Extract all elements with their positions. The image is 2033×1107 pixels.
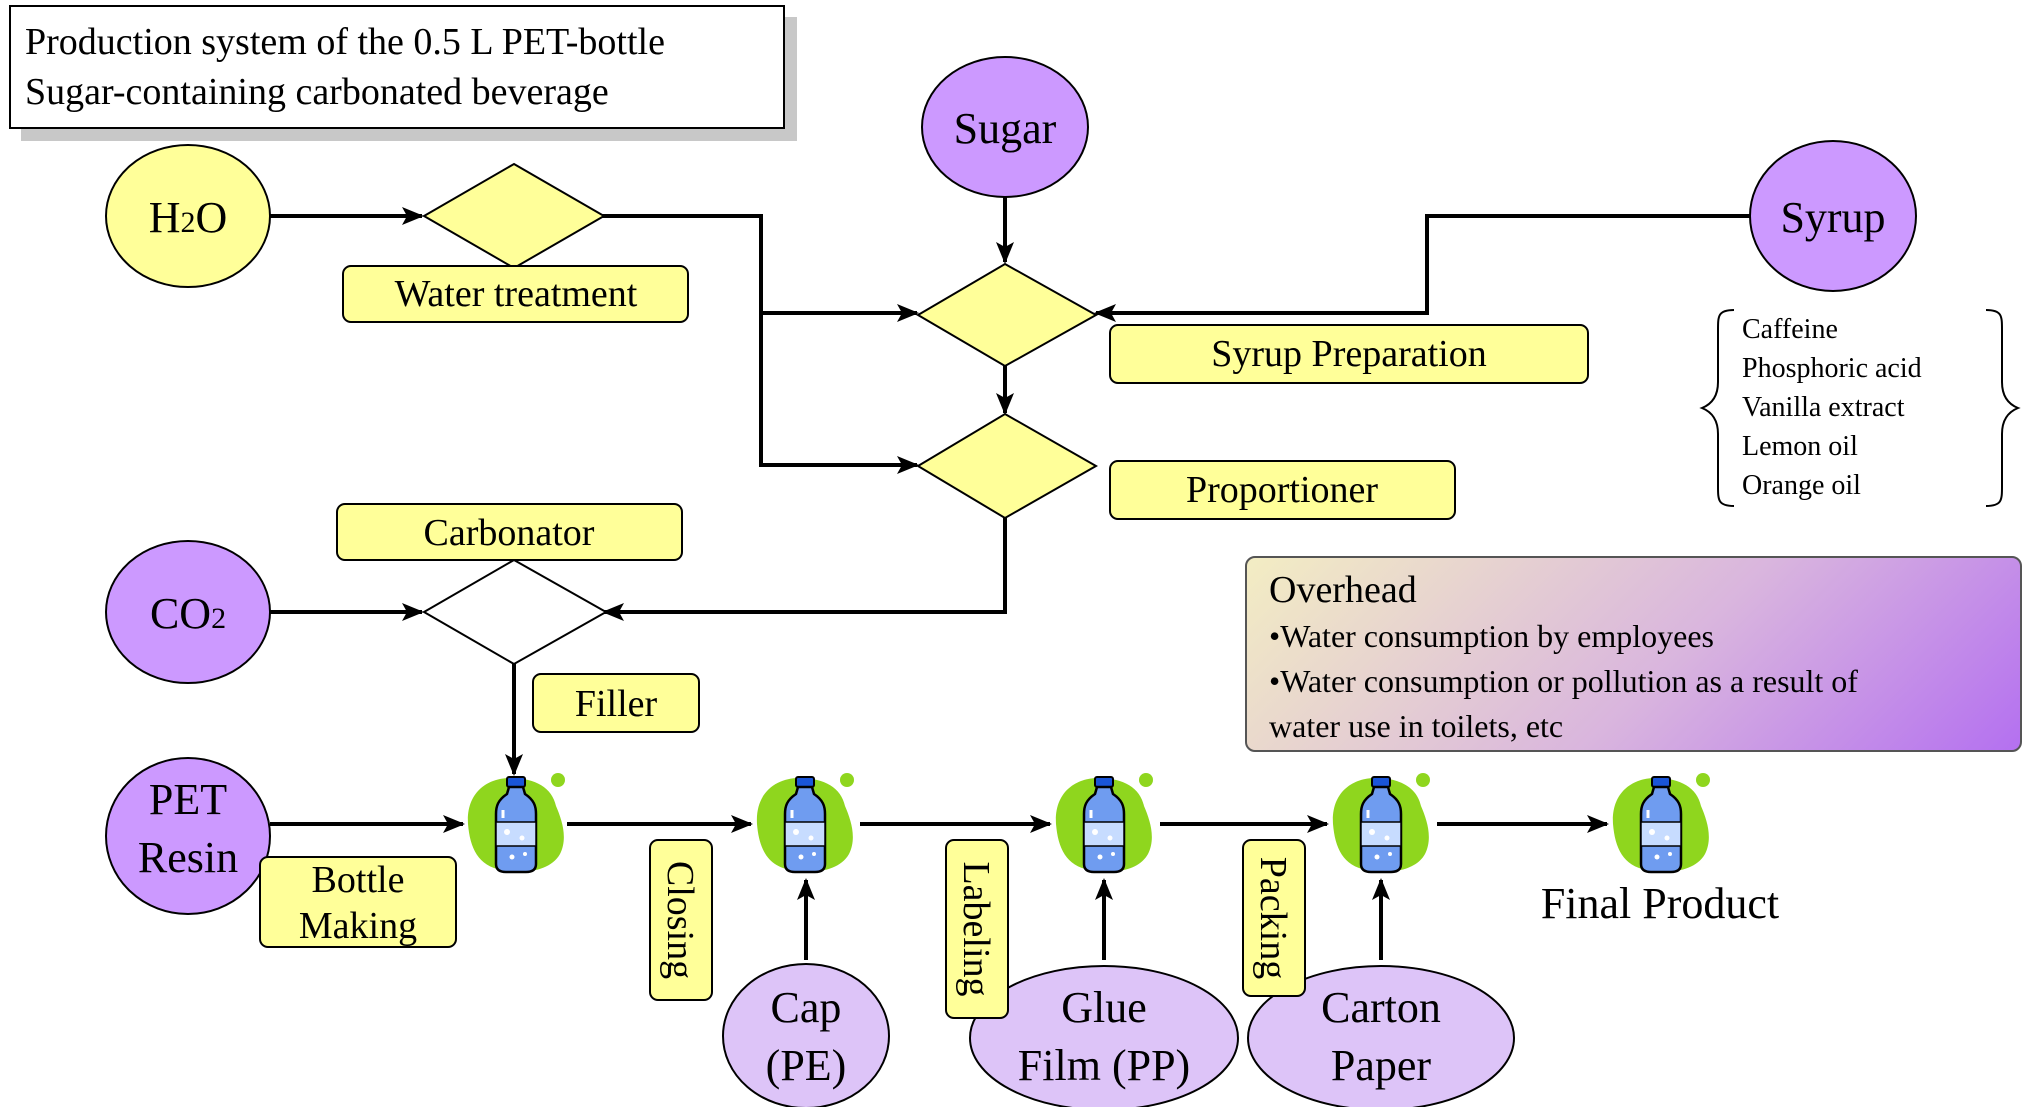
labeling-label: Labeling (955, 861, 997, 996)
carton-paper-node (1247, 965, 1515, 1107)
glue-film-label-line1: Glue (1061, 983, 1147, 1032)
syrup-preparation-label: Syrup Preparation (1211, 333, 1486, 375)
overhead-item: •Water consumption or pollution as a res… (1269, 663, 1858, 699)
bottle-making-label-box (259, 856, 457, 948)
cap-node (722, 963, 890, 1107)
edge-water-treatment-to-proportioner (759, 313, 919, 474)
ingredient-item: Vanilla extract (1742, 392, 1905, 423)
carbonator-label: Carbonator (424, 512, 595, 554)
diagram-title-line1: Production system of the 0.5 L PET-bottl… (25, 21, 665, 63)
water-bottle-icon (1611, 771, 1712, 874)
water-bottle-icon (466, 771, 567, 874)
sugar-node (921, 56, 1089, 198)
packing-label: Packing (1252, 857, 1294, 979)
carbonator-label-box (336, 503, 683, 561)
co2-node (105, 540, 271, 684)
syrup-ingredients-list: Caffeine Phosphoric acid Vanilla extract… (1742, 310, 1972, 505)
closing-label-box (649, 839, 713, 1001)
syrup-preparation-label-box (1109, 324, 1589, 384)
bottle-making-label-line2: Making (299, 905, 417, 947)
water-bottle-icon (1331, 771, 1432, 874)
edge-syrup-to-syrup-preparation (1094, 214, 1750, 322)
overhead-box: Overhead •Water consumption by employees… (1245, 556, 2022, 752)
water-bottle-icon (755, 771, 856, 874)
proportioner-label: Proportioner (1186, 469, 1378, 511)
filler-label: Filler (575, 683, 658, 725)
ingredient-item: Phosphoric acid (1742, 353, 1922, 384)
carton-paper-label-line1: Carton (1321, 983, 1441, 1032)
overhead-heading: Overhead (1269, 569, 1417, 611)
pet-resin-label-line1: PET (149, 775, 227, 824)
closing-label: Closing (659, 861, 701, 979)
labeling-label-box (945, 839, 1009, 1019)
water-bottle-icon (1054, 771, 1155, 874)
edge-proportioner-to-carbonator (602, 518, 1007, 621)
connectors (270, 188, 1750, 960)
ingredient-item: Lemon oil (1742, 431, 1858, 462)
proportioner-label-box (1109, 460, 1456, 520)
syrup-node (1749, 140, 1917, 292)
carton-paper-label-line2: Paper (1331, 1041, 1432, 1090)
process-labels (259, 265, 1589, 1019)
water-treatment-label-box (342, 265, 689, 323)
ingredients-left-brace (1699, 309, 1735, 507)
filler-label-box (532, 673, 700, 733)
water-treatment-diamond (422, 162, 606, 270)
syrup-preparation-diamond (916, 262, 1099, 368)
diagram-title-box: Production system of the 0.5 L PET-bottl… (9, 5, 785, 129)
h2o-label: H2O (149, 193, 228, 242)
proportioner-diamond (916, 412, 1099, 520)
edge-water-treatment-to-syrup-preparation (602, 214, 919, 322)
packing-label-box (1242, 839, 1306, 997)
diagram-title-line2: Sugar-containing carbonated beverage (25, 71, 609, 113)
sugar-label: Sugar (954, 104, 1057, 153)
ingredients-right-brace (1985, 309, 2021, 507)
overhead-item: •Water consumption by employees (1269, 618, 1714, 654)
h2o-node (105, 144, 271, 288)
co2-label: CO2 (150, 589, 226, 638)
glue-film-label-line2: Film (PP) (1018, 1041, 1190, 1090)
cap-label-line2: (PE) (766, 1041, 847, 1090)
carbonator-diamond (422, 558, 609, 666)
final-product-label: Final Product (1540, 879, 1780, 928)
ingredient-item: Caffeine (1742, 314, 1838, 345)
cap-label-line1: Cap (771, 983, 842, 1032)
overhead-item: water use in toilets, etc (1269, 708, 1564, 744)
ingredient-item: Orange oil (1742, 470, 1861, 501)
glue-film-node (969, 965, 1239, 1107)
water-treatment-label: Water treatment (395, 273, 638, 315)
syrup-label: Syrup (1780, 193, 1885, 242)
pet-resin-node (105, 757, 271, 915)
pet-resin-label-line2: Resin (138, 833, 238, 882)
bottle-making-label-line1: Bottle (312, 859, 405, 901)
